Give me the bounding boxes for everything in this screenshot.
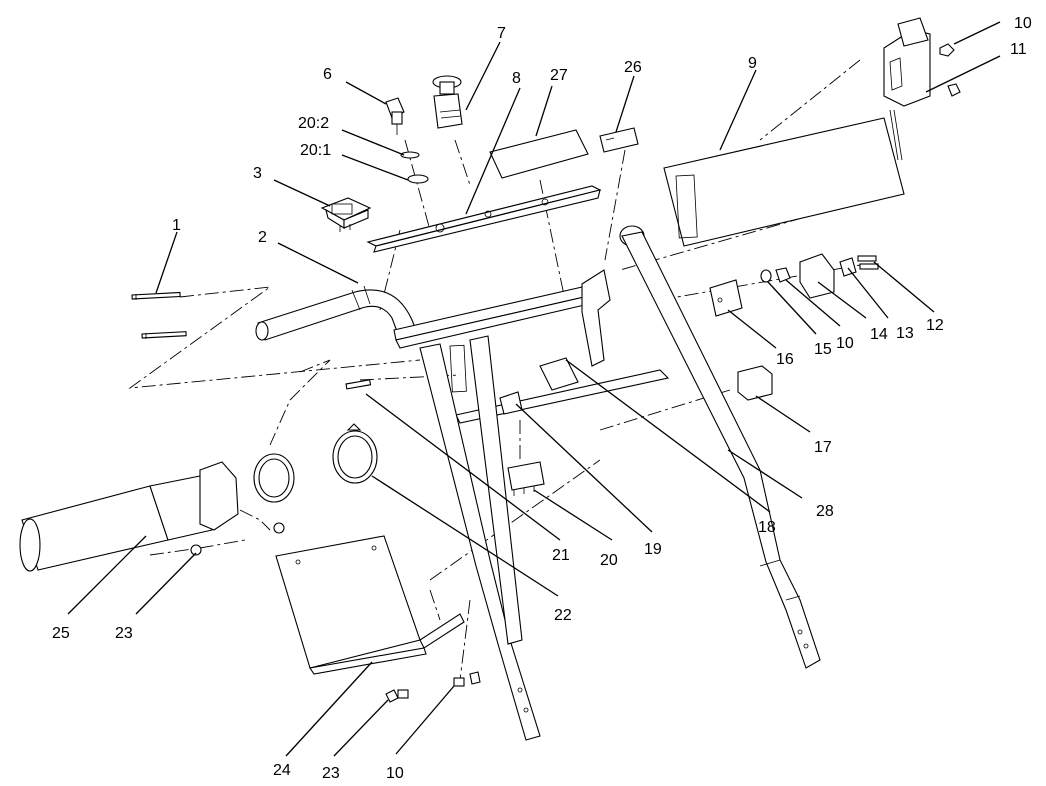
callout-10-right: 10 [836,335,854,352]
callout-11: 11 [1010,41,1027,58]
callout-23-left: 23 [115,625,133,642]
part-10-nut-right [775,267,791,283]
part-26-decal [599,127,639,153]
callout-28: 28 [816,503,834,520]
callout-9: 9 [748,55,757,72]
callout-10-bottom: 10 [386,765,404,782]
callout-20-1: 20:1 [300,142,331,159]
part-23-nut-plate [273,522,285,534]
part-27-decal [489,129,589,179]
callout-1: 1 [172,217,181,234]
part-10-nut-top [939,43,961,97]
part-20-washers [400,151,429,184]
part-14-switch [799,253,835,299]
part-17-relay [737,365,773,401]
callout-15: 15 [814,341,832,358]
part-18-component [539,357,579,391]
left-frame-leg [419,335,541,741]
part-13-clip [839,257,857,277]
callout-20-2: 20:2 [298,115,329,132]
callout-26: 26 [624,59,642,76]
callout-24: 24 [273,762,291,779]
part-20-switch [507,461,545,496]
callout-7: 7 [497,25,506,42]
callout-10-top: 10 [1014,15,1032,32]
part-22-clamp [332,423,378,484]
part-12-screws [857,255,879,270]
control-frame [393,269,670,424]
part-11-bracket [883,17,931,161]
part-3-switch [320,197,372,232]
part-7-push-button [432,75,463,129]
callout-8: 8 [512,70,521,87]
part-22-clamp-left [253,453,295,503]
part-24-cover-plate [275,535,465,675]
part-10-nut-bottom [453,671,481,687]
part-16-bracket [709,279,743,317]
callout-12: 12 [926,317,944,334]
callout-23-bottom: 23 [322,765,340,782]
callout-17: 17 [814,439,832,456]
callout-16: 16 [776,351,794,368]
callout-14: 14 [870,326,888,343]
callout-2: 2 [258,229,267,246]
callout-27: 27 [550,67,568,84]
part-9-decal [663,117,905,247]
part-21-pin [345,379,372,390]
part-6-key-switch [385,97,405,135]
part-8-panel [366,185,602,253]
part-23-screw-bottom [385,689,409,703]
callout-labels: 1 2 3 6 7 8 9 10 10 10 11 12 13 14 15 16… [52,15,1032,782]
part-28-right-handle-tube [619,225,821,669]
callout-20: 20 [600,552,618,569]
leader-lines [67,21,1001,757]
callout-21: 21 [552,547,570,564]
callout-25: 25 [52,625,70,642]
part-19-switch [499,391,523,415]
callout-19: 19 [644,541,662,558]
part-15-washer [760,269,772,283]
part-23-nut-left [190,544,202,556]
callout-18: 18 [758,519,776,536]
part-1-bolts [131,291,187,339]
callout-13: 13 [896,325,914,342]
callout-3: 3 [253,165,262,182]
part-25-tube [19,461,239,572]
callout-6: 6 [323,66,332,83]
callout-22: 22 [554,607,572,624]
